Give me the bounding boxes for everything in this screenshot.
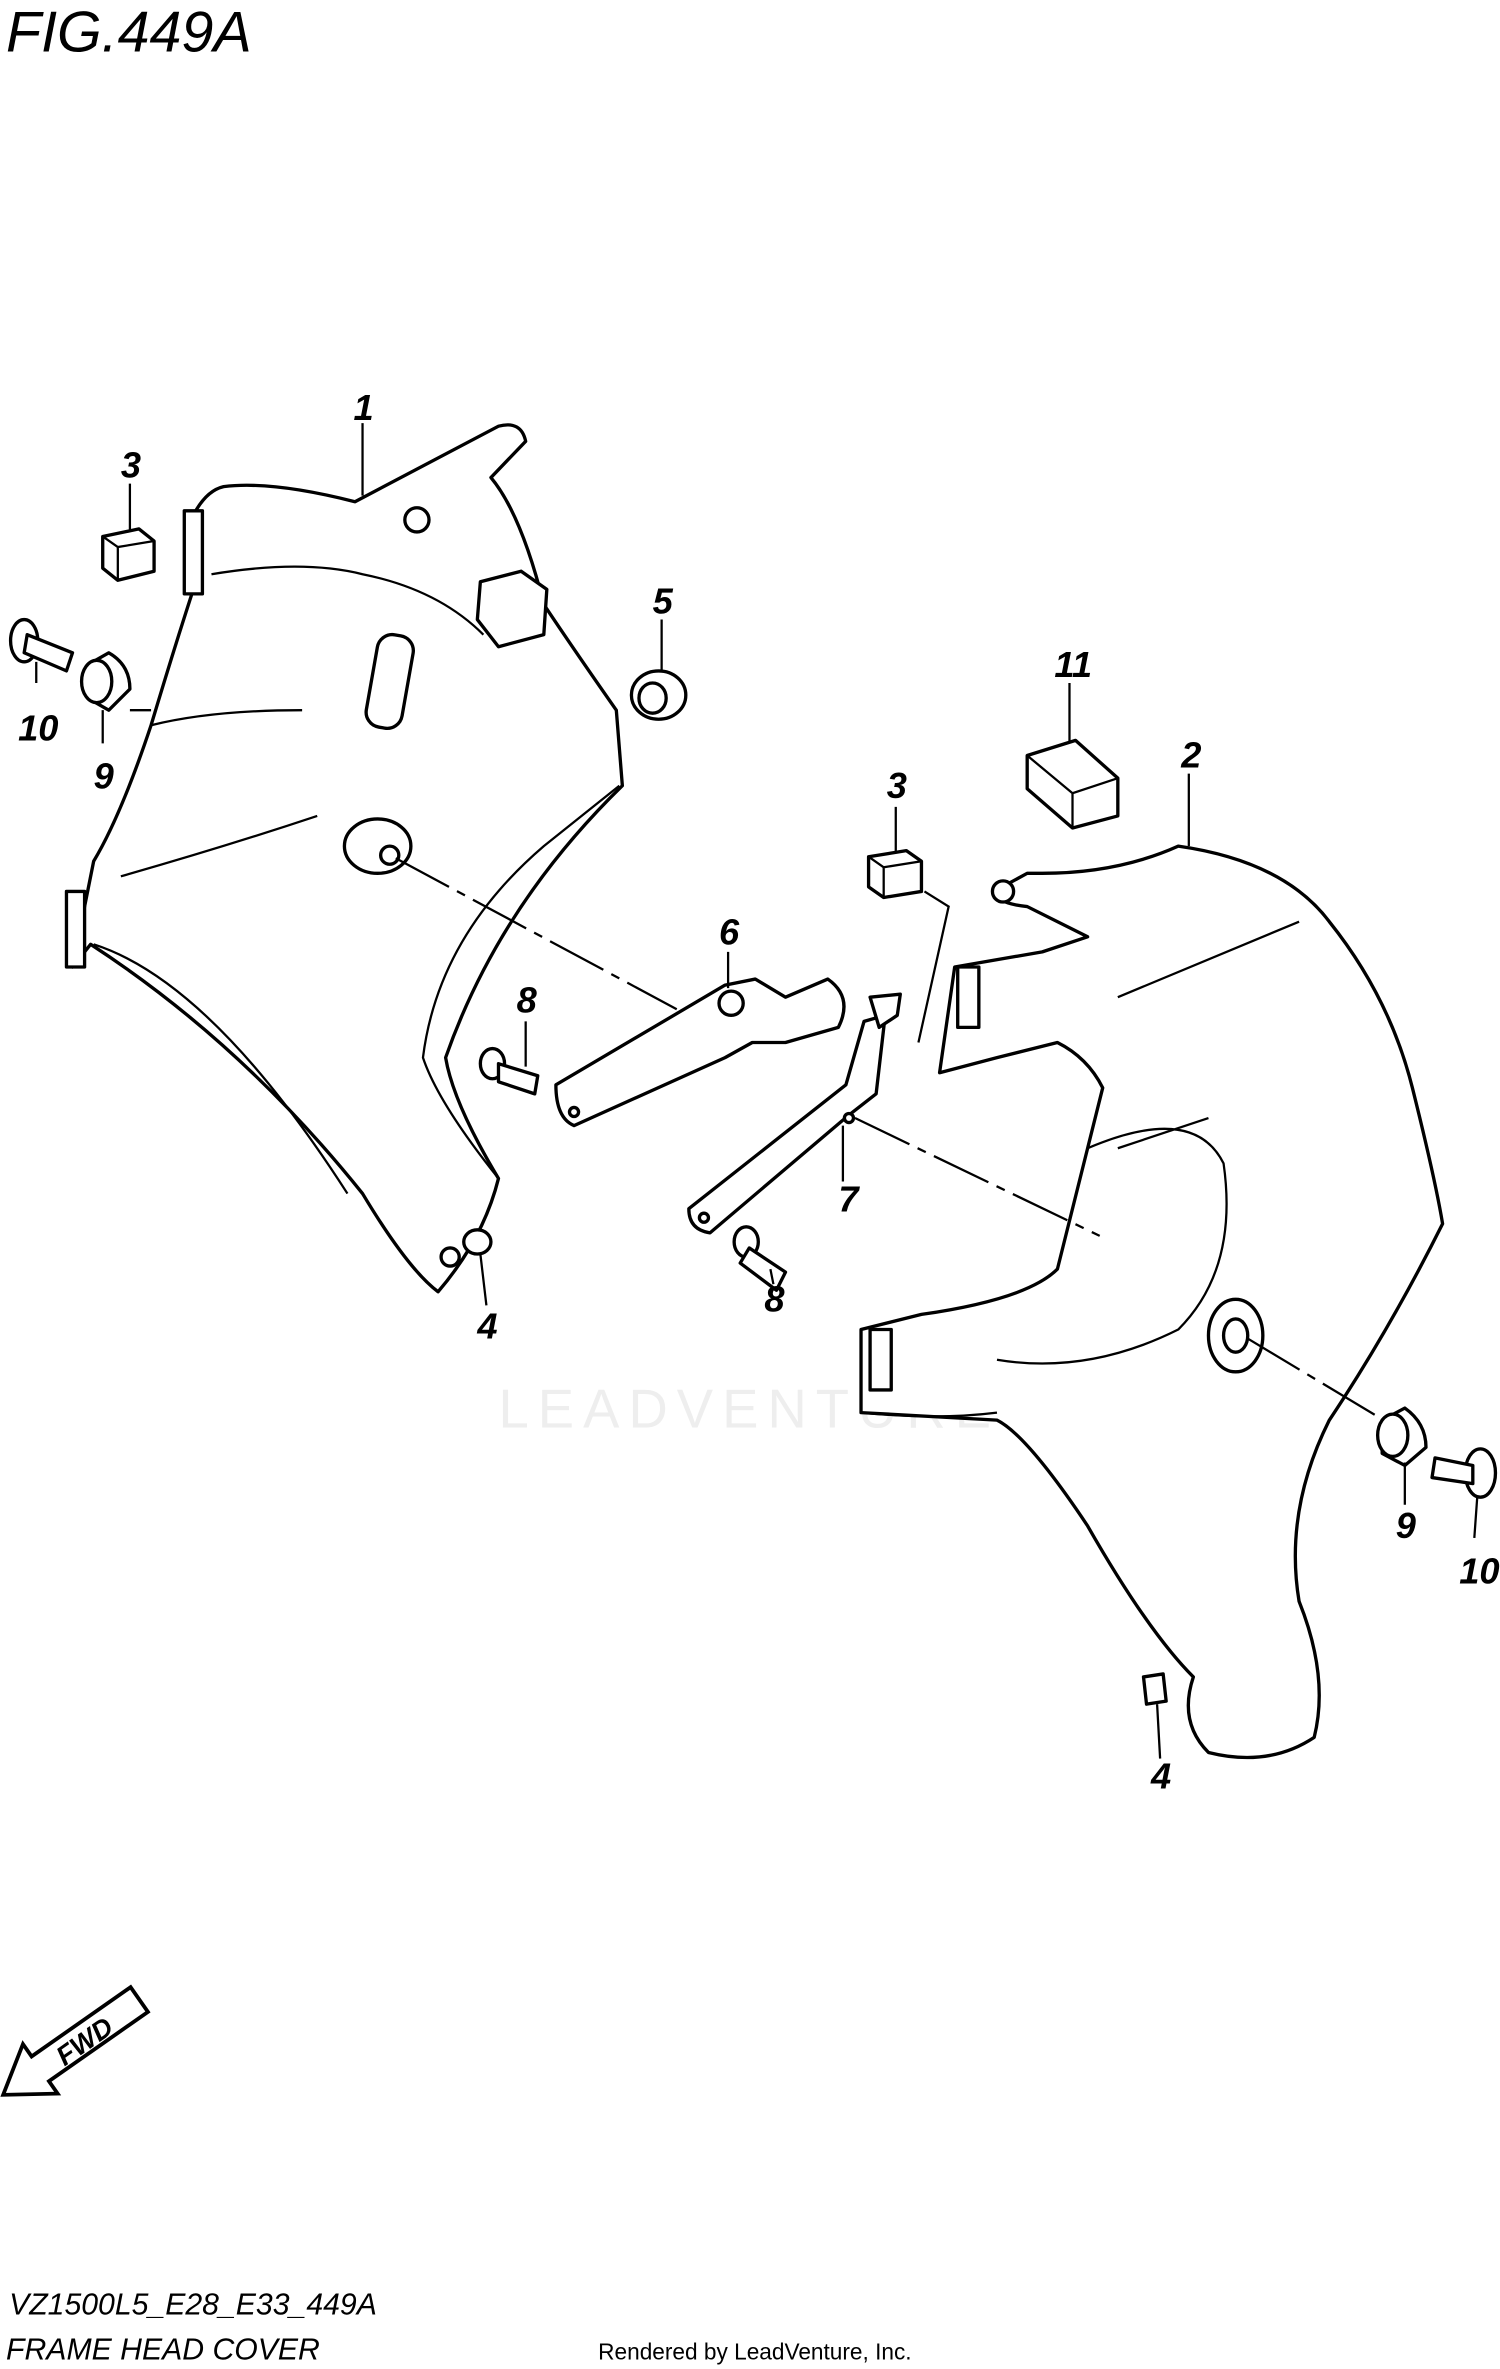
callout-10-left: 10 bbox=[18, 707, 58, 748]
part-8-bolt-upper bbox=[478, 1046, 540, 1096]
callout-3-right: 3 bbox=[887, 765, 907, 806]
part-1-left-cover bbox=[64, 423, 625, 1294]
part-2-right-cover bbox=[859, 844, 1445, 1760]
part-3-clip-right bbox=[866, 849, 950, 1043]
callout-9-left: 9 bbox=[94, 756, 114, 797]
callout-4-left: 4 bbox=[476, 1306, 497, 1347]
part-11-pad bbox=[1025, 738, 1120, 830]
part-9-cushion-right bbox=[1375, 1406, 1428, 1468]
callout-3-left: 3 bbox=[121, 445, 141, 486]
part-3-clip-left bbox=[101, 527, 156, 582]
callout-10-right: 10 bbox=[1459, 1550, 1499, 1591]
part-10-bolt-right bbox=[1430, 1447, 1498, 1499]
fwd-arrow-icon: FWD bbox=[0, 1984, 151, 2097]
figure-title: FIG.449A bbox=[6, 1, 252, 65]
part-9-cushion-left bbox=[79, 651, 132, 712]
callout-11: 11 bbox=[1054, 644, 1092, 685]
callout-1: 1 bbox=[353, 387, 373, 428]
part-4-plug-left bbox=[462, 1228, 493, 1256]
callout-6: 6 bbox=[719, 911, 740, 952]
callout-4-right: 4 bbox=[1150, 1756, 1171, 1797]
callout-2: 2 bbox=[1180, 735, 1201, 776]
model-code: VZ1500L5_E28_E33_449A bbox=[9, 2288, 377, 2321]
part-7-bracket bbox=[687, 992, 902, 1235]
diagram-name: FRAME HEAD COVER bbox=[6, 2334, 320, 2367]
callout-8-upper: 8 bbox=[517, 979, 538, 1020]
part-4-plug-right bbox=[1141, 1672, 1168, 1706]
part-6-bracket bbox=[554, 977, 846, 1128]
render-credit: Rendered by LeadVenture, Inc. bbox=[598, 2339, 911, 2365]
callout-8-lower: 8 bbox=[764, 1278, 785, 1319]
callout-5: 5 bbox=[653, 581, 674, 622]
part-5-grommet bbox=[629, 669, 688, 721]
part-10-bolt-left bbox=[8, 617, 75, 673]
callout-7: 7 bbox=[838, 1179, 860, 1220]
callout-9-right: 9 bbox=[1396, 1505, 1416, 1546]
part-8-bolt-lower bbox=[732, 1225, 788, 1292]
